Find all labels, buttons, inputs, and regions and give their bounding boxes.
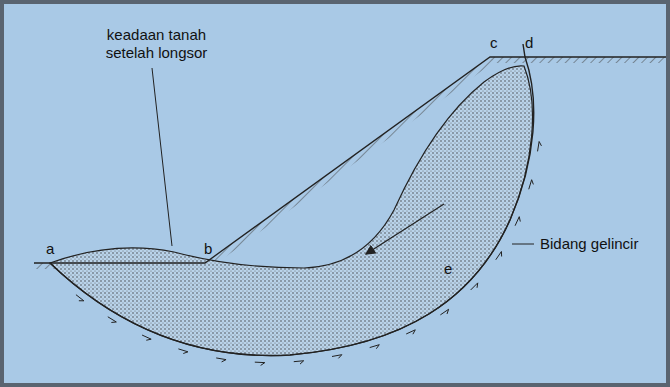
point-letter: c — [490, 34, 498, 52]
point-letter: e — [444, 260, 452, 278]
point-letter: b — [204, 240, 212, 258]
point-letter: a — [46, 240, 54, 258]
callout-label: keadaan tanah setelah longsor — [94, 26, 219, 62]
diagram-panel: c d keadaan tanah setelah longsor a b Bidang … — [4, 4, 666, 383]
landslide-illustration — [4, 4, 666, 383]
point-letter: d — [525, 34, 533, 52]
callout-label: Bidang gelincir — [540, 235, 638, 253]
